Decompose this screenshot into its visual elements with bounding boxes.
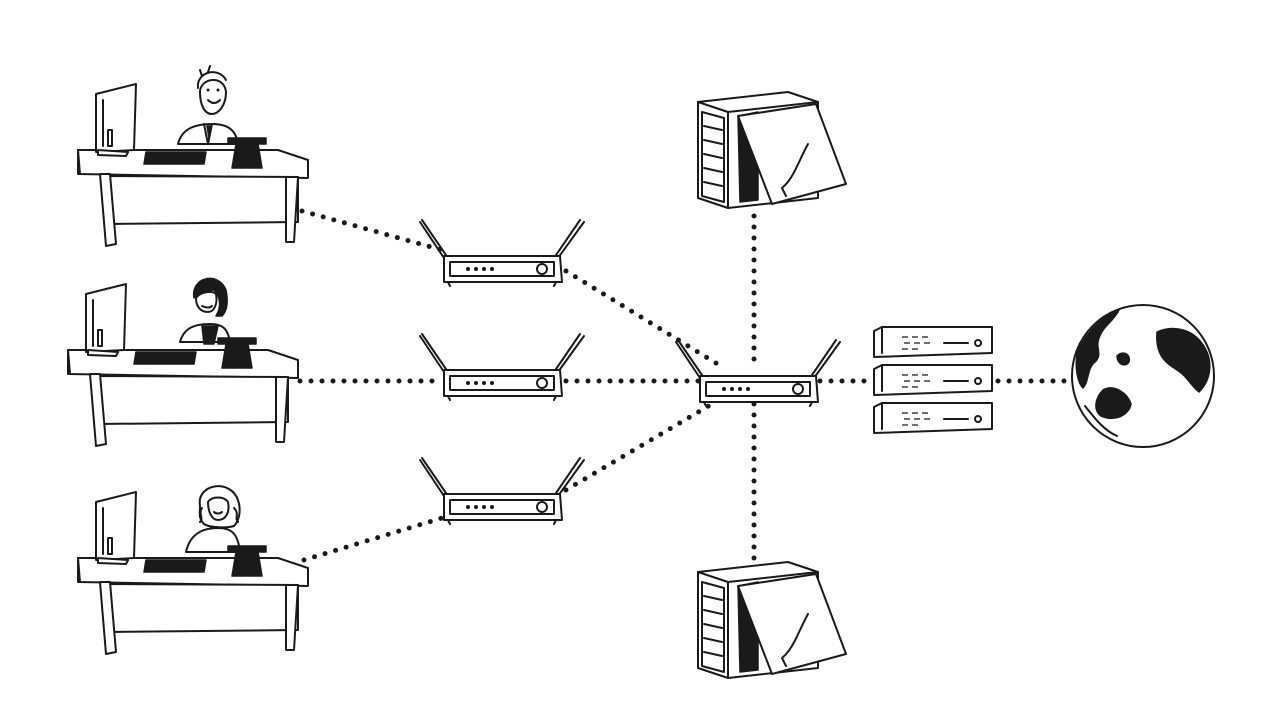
access-point-2 bbox=[419, 333, 585, 401]
globe-icon bbox=[1071, 304, 1215, 448]
wireless-router-icon bbox=[419, 219, 585, 287]
server-top bbox=[697, 91, 847, 209]
workstation-1 bbox=[77, 65, 309, 247]
wireless-router-icon bbox=[419, 333, 585, 401]
workstation-3 bbox=[77, 485, 309, 655]
link-ap1-core bbox=[563, 268, 727, 371]
access-point-1 bbox=[419, 219, 585, 287]
connection-lines bbox=[297, 208, 1073, 565]
man-user-icon bbox=[177, 65, 239, 145]
curly-hair-woman-user-icon bbox=[185, 485, 241, 553]
workstation-2 bbox=[67, 277, 299, 447]
link-ap3-core bbox=[563, 401, 715, 493]
tower-server-icon bbox=[697, 561, 847, 679]
link-workstation1-ap1 bbox=[299, 208, 445, 253]
rack-servers bbox=[873, 326, 993, 434]
wireless-router-icon bbox=[419, 457, 585, 525]
tower-server-icon bbox=[697, 91, 847, 209]
server-bottom bbox=[697, 561, 847, 679]
woman-user-icon bbox=[179, 277, 231, 345]
rack-server-stack-icon bbox=[873, 326, 993, 434]
core-router bbox=[675, 339, 841, 407]
link-workstation3-ap3 bbox=[301, 515, 445, 563]
access-point-3 bbox=[419, 457, 585, 525]
desk-computer-icon bbox=[77, 83, 309, 247]
wireless-router-icon bbox=[675, 339, 841, 407]
desk-computer-icon bbox=[77, 491, 309, 655]
internet bbox=[1071, 304, 1215, 448]
desk-computer-icon bbox=[67, 283, 299, 447]
